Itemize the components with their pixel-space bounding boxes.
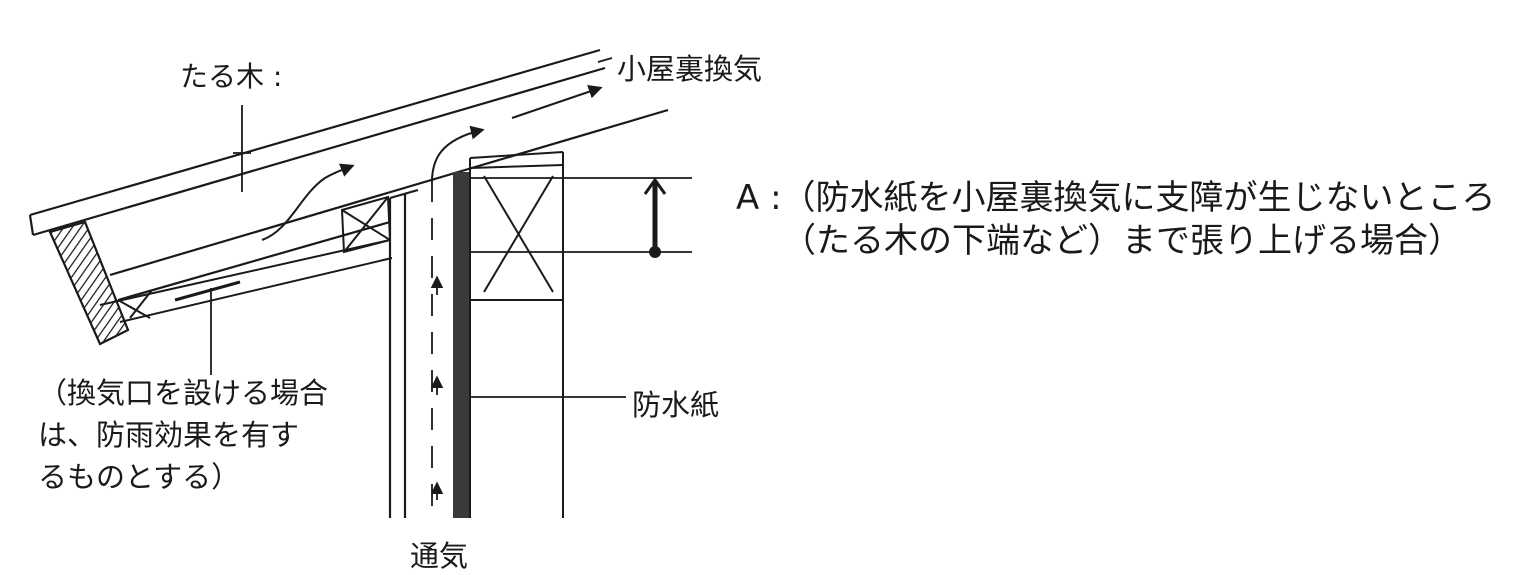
vent-cavity-arrows xyxy=(430,180,444,518)
waterproof-paper-layer xyxy=(453,172,470,518)
rafter xyxy=(109,108,669,302)
note-a-line-2: （たる木の下端など）まで張り上げる場合） xyxy=(782,221,1462,261)
dimension-a xyxy=(470,177,692,258)
inlet-note: （換気口を設ける場合 は、防雨効果を有す るものとする） xyxy=(38,372,328,498)
fascia-board xyxy=(48,220,130,346)
ventilation-label: 通気 xyxy=(410,539,469,573)
airflow-arrows xyxy=(261,84,603,241)
roof-sheathing xyxy=(28,48,606,237)
exterior-wall xyxy=(388,188,419,518)
note-a-line-1: A :（防水紙を小屋裏換気に支障が生じないところ xyxy=(736,178,1496,218)
rafter-label: たる木 : xyxy=(180,60,283,93)
leader-lines xyxy=(210,57,626,398)
attic-ventilation-label: 小屋裏換気 xyxy=(617,52,763,86)
inlet-note-line-2: は、防雨効果を有す xyxy=(38,418,300,452)
soffit xyxy=(99,239,393,323)
inlet-note-line-3: るものとする） xyxy=(38,460,241,494)
inlet-note-line-1: （換気口を設ける場合 xyxy=(38,376,329,410)
wall-frame xyxy=(469,151,564,518)
waterproof-paper-label: 防水紙 xyxy=(632,388,720,422)
